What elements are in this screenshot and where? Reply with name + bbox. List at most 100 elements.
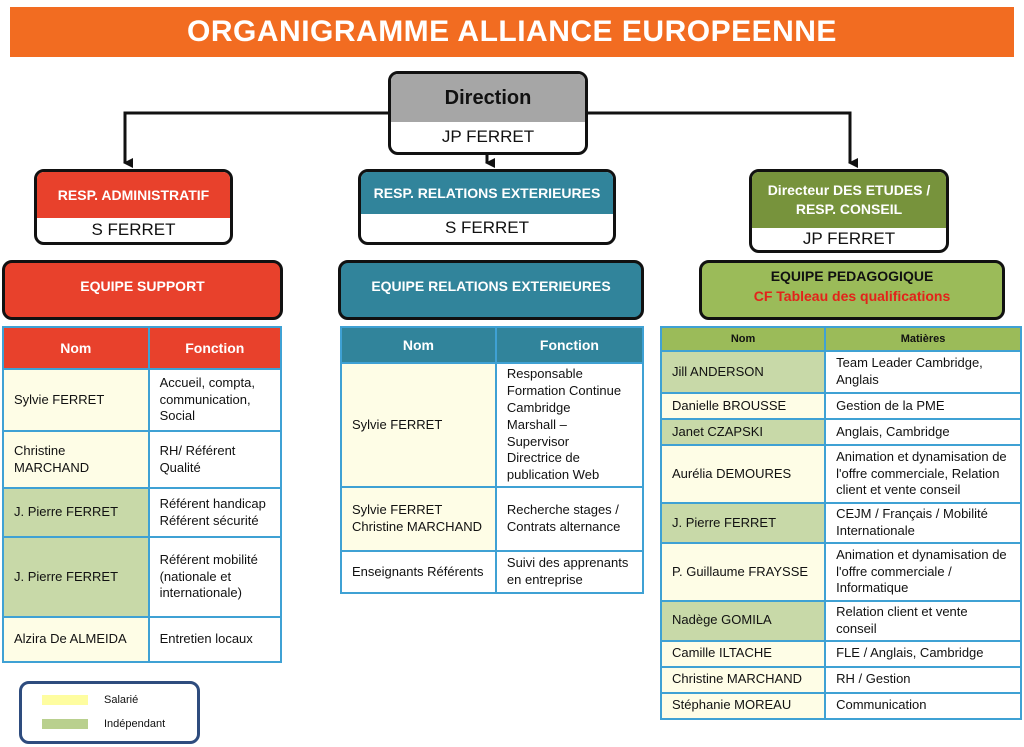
function-cell: Recherche stages /Contrats alternance: [494, 486, 645, 553]
resp-relations-name: S FERRET: [444, 218, 530, 237]
function-line: Anglais, Cambridge: [836, 423, 950, 439]
legend-item-salarie: Salarié: [42, 694, 138, 706]
function-line: Contrats alternance: [506, 519, 621, 535]
person-name-line: Stéphanie MOREAU: [672, 697, 792, 713]
function-line: Directrice de: [506, 450, 580, 466]
legend-label-independant: Indépendant: [104, 718, 166, 730]
function-cell: Accueil, compta,communication,Social: [147, 368, 283, 432]
table-row: Danielle BROUSSE Gestion de la PME: [659, 392, 1022, 420]
function-line: en entreprise: [506, 572, 583, 588]
legend-swatch-independant: [42, 719, 88, 729]
team-pedagogique-sub: CF Tableau des qualifications: [753, 288, 951, 304]
person-name-line: Christine MARCHAND: [352, 519, 483, 535]
directeur-etudes-label: Directeur DES ETUDES / RESP. CONSEIL: [752, 172, 946, 228]
team-pedagogique-label: EQUIPE PEDAGOGIQUE: [770, 267, 934, 284]
person-name-line: Nadège GOMILA: [672, 612, 772, 628]
function-line: Accueil, compta,: [159, 374, 255, 390]
person-name-line: Enseignants Référents: [352, 563, 484, 579]
page-title: ORGANIGRAMME ALLIANCE EUROPEENNE: [10, 7, 1014, 57]
function-line: Relation client et vente conseil: [836, 604, 968, 636]
function-line: FLE / Anglais, Cambridge: [836, 645, 984, 661]
column-header: Fonction: [494, 326, 645, 364]
person-name: Sylvie FERRET: [340, 361, 497, 489]
function-line: Entretien locaux: [159, 631, 253, 647]
direction-name: JP FERRET: [441, 127, 535, 146]
team-pedagogique: EQUIPE PEDAGOGIQUE CF Tableau des qualif…: [699, 260, 1005, 320]
legend-label-salarie: Salarié: [104, 694, 139, 706]
person-name-line: J. Pierre FERRET: [14, 504, 119, 520]
person-name: P. Guillaume FRAYSSE: [659, 542, 827, 602]
function-line: Référent mobilité: [159, 551, 258, 567]
function-line: CEJM / Français / Mobilité: [836, 506, 988, 522]
function-cell: Entretien locaux: [147, 616, 283, 663]
function-line: Référent sécurité: [159, 512, 259, 528]
function-line: (nationale et: [159, 568, 232, 584]
function-line: Recherche stages /: [506, 502, 619, 518]
function-cell: RH / Gestion: [824, 665, 1022, 694]
function-line: client et vente conseil: [836, 482, 961, 498]
table-row: P. Guillaume FRAYSSE Animation et dynamis…: [659, 542, 1022, 602]
function-line: communication,: [159, 391, 251, 407]
legend-swatch-salarie: [42, 695, 88, 705]
person-name-line: Camille ILTACHE: [672, 645, 772, 661]
function-cell: Anglais, Cambridge: [824, 418, 1022, 446]
legend-item-independant: Indépendant: [42, 718, 165, 730]
table-row: J. Pierre FERRET Référent mobilité(nation…: [2, 536, 283, 618]
person-name-line: Sylvie FERRET: [14, 391, 105, 407]
column-header: Nom: [659, 326, 827, 352]
table-row: Janet CZAPSKI Anglais, Cambridge: [659, 418, 1022, 446]
person-name-line: Sylvie FERRET: [352, 416, 443, 432]
person-name: J. Pierre FERRET: [2, 487, 150, 538]
function-cell: Communication: [824, 691, 1022, 720]
connector-admin: [123, 111, 390, 168]
directeur-etudes-name: JP FERRET: [802, 229, 896, 248]
function-line: Social: [159, 408, 195, 424]
table-row: Sylvie FERRET Accueil, compta,communicati…: [2, 368, 283, 432]
table-row: Camille ILTACHE FLE / Anglais, Cambridge: [659, 639, 1022, 668]
function-line: Gestion de la PME: [836, 397, 945, 413]
person-name-line: Janet CZAPSKI: [672, 423, 764, 439]
function-line: RH / Gestion: [836, 671, 911, 687]
function-line: Internationale: [836, 523, 915, 538]
function-line: Informatique: [836, 580, 909, 596]
person-name: Enseignants Référents: [340, 550, 497, 595]
person-name: Aurélia DEMOURES: [659, 444, 827, 504]
person-name-line: J. Pierre FERRET: [14, 568, 119, 584]
function-line: l'offre commerciale, Relation: [836, 465, 1000, 481]
person-name: Danielle BROUSSE: [659, 392, 827, 420]
person-name: J. Pierre FERRET: [659, 502, 827, 544]
legend: Salarié Indépendant: [19, 681, 200, 744]
column-header: Nom: [340, 326, 497, 364]
person-name: Nadège GOMILA: [659, 600, 827, 642]
person-name: Sylvie FERRET: [2, 368, 150, 432]
directeur-etudes-label-line1: Directeur DES ETUDES /: [767, 182, 931, 199]
person-name: J. Pierre FERRET: [2, 536, 150, 618]
person-name-line: Sylvie FERRET: [352, 502, 443, 518]
person-name-line: MARCHAND: [14, 459, 90, 475]
directeur-etudes-box: Directeur DES ETUDES / RESP. CONSEIL JP …: [749, 169, 949, 253]
team-support: EQUIPE SUPPORT: [2, 260, 283, 320]
function-line: Suivi des apprenants: [506, 555, 629, 571]
person-name: Alzira De ALMEIDA: [2, 616, 150, 663]
person-name-line: Christine: [14, 442, 66, 458]
person-name: Camille ILTACHE: [659, 639, 827, 668]
connector-etudes: [585, 111, 858, 168]
function-line: publication Web: [506, 467, 600, 483]
resp-admin-box: RESP. ADMINISTRATIF S FERRET: [34, 169, 233, 245]
function-line: internationale): [159, 585, 242, 601]
person-name-line: P. Guillaume FRAYSSE: [672, 563, 809, 579]
function-line: Référent handicap: [159, 495, 266, 511]
team-relations-label: EQUIPE RELATIONS EXTERIEURES: [371, 277, 611, 294]
